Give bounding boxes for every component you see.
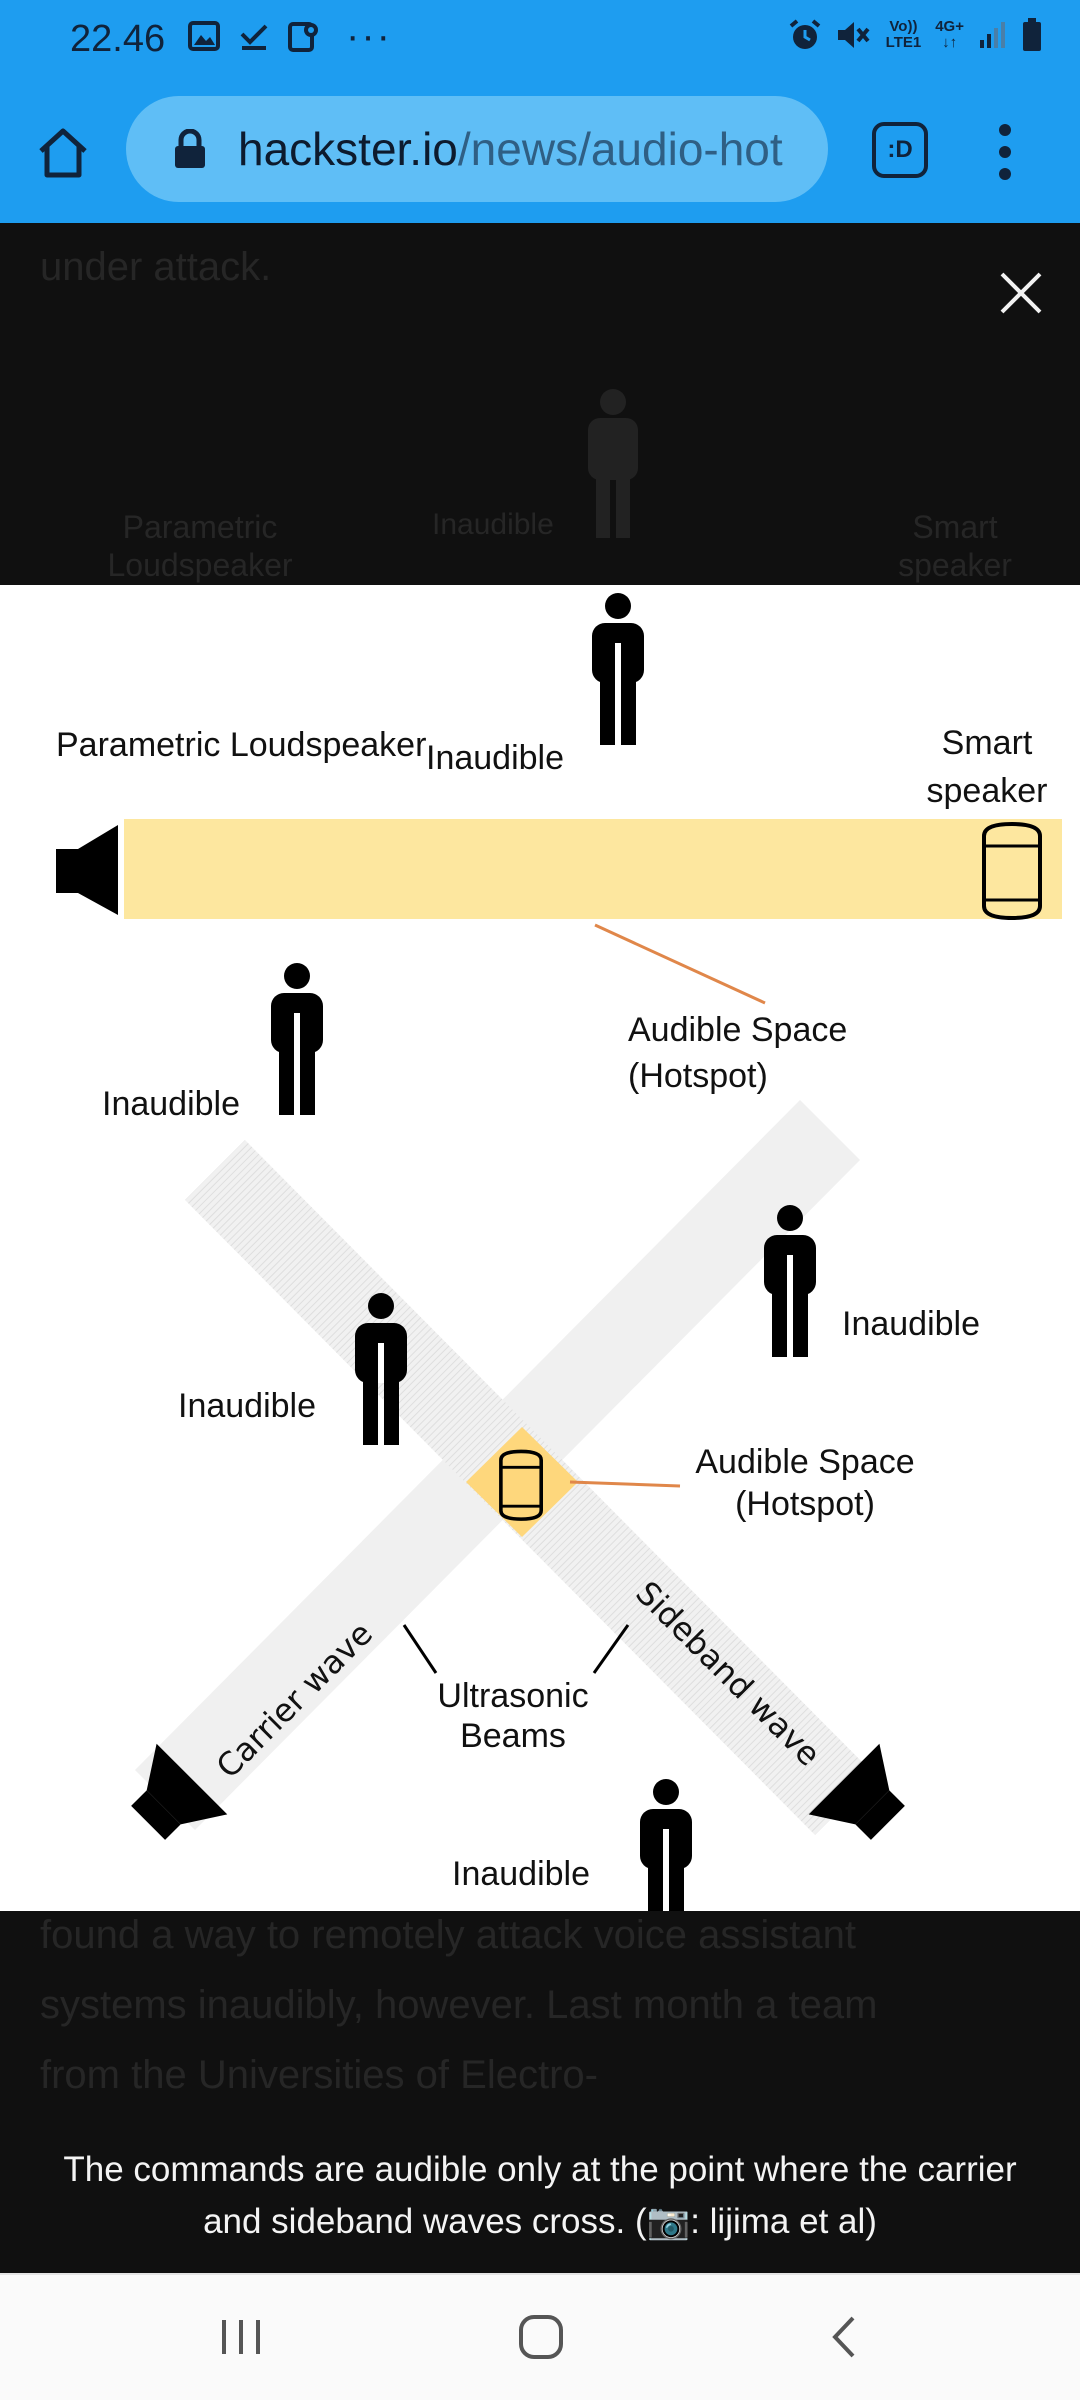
network-type: 4G+ ↓↑ bbox=[935, 18, 964, 51]
hotspot-label-bottom-line1: Audible Space bbox=[695, 1443, 915, 1481]
battery-icon bbox=[1022, 18, 1042, 52]
ultrasonic-label-line2: Beams bbox=[460, 1717, 566, 1755]
figure-image: Carrier wave Sideband wave Parametric Lo… bbox=[0, 585, 1080, 1911]
url-text: hackster.io/news/audio-hot bbox=[238, 122, 783, 176]
person-icon bbox=[640, 1779, 692, 1911]
inaudible-label: Inaudible bbox=[178, 1387, 317, 1425]
person-icon bbox=[592, 593, 644, 745]
notification-icons bbox=[188, 20, 320, 52]
home-circle-icon bbox=[519, 2315, 563, 2359]
location-icon bbox=[288, 20, 320, 52]
more-vert-icon bbox=[999, 124, 1011, 180]
hotspot-area bbox=[466, 1427, 578, 1537]
ultrasonic-speaker-icon bbox=[808, 1743, 905, 1840]
parametric-loudspeaker-label: Parametric Loudspeaker bbox=[56, 726, 427, 764]
home-icon bbox=[39, 128, 87, 178]
inaudible-label: Inaudible bbox=[452, 1855, 591, 1893]
hotspot-leader bbox=[569, 1480, 681, 1488]
ultrasonic-speaker-icon bbox=[131, 1743, 228, 1840]
inaudible-label: Inaudible bbox=[102, 1085, 241, 1123]
tabs-button[interactable]: :D bbox=[872, 122, 928, 178]
more-notifications-icon: ··· bbox=[346, 14, 392, 58]
beam-pointer bbox=[402, 1624, 438, 1674]
faded-label-right: Smart speaker bbox=[898, 509, 1012, 583]
smart-speaker-icon bbox=[499, 1449, 543, 1521]
lock-icon bbox=[175, 129, 205, 168]
article-text-top: under attack. bbox=[40, 245, 272, 289]
audible-beam bbox=[124, 819, 1062, 919]
hotspot-label-bottom-line2: (Hotspot) bbox=[735, 1485, 875, 1523]
article-line-2: systems inaudibly, however. Last month a… bbox=[40, 1983, 878, 2027]
home-button[interactable] bbox=[30, 120, 96, 186]
article-line-1: found a way to remotely attack voice ass… bbox=[40, 1913, 856, 1957]
alarm-icon bbox=[788, 18, 822, 52]
gallery-icon bbox=[188, 21, 220, 51]
person-icon bbox=[271, 963, 323, 1115]
inaudible-label: Inaudible bbox=[842, 1305, 981, 1343]
status-bar: 22.46 ··· Vo)) LTE1 4G+ ↓↑ bbox=[0, 0, 1080, 78]
smart-speaker-label: Smart speaker bbox=[926, 724, 1048, 810]
url-path: /news/audio-hot bbox=[457, 123, 783, 175]
inaudible-label: Inaudible bbox=[426, 739, 565, 777]
article-line-3: from the Universities of Electro- bbox=[40, 2053, 598, 2097]
menu-button[interactable] bbox=[990, 122, 1020, 182]
hotspot-label-top-line1: Audible Space bbox=[628, 1011, 848, 1049]
back-icon bbox=[832, 2316, 855, 2358]
mute-icon bbox=[836, 18, 872, 52]
loudspeaker-icon bbox=[56, 825, 118, 915]
hotspot-label-top-line2: (Hotspot) bbox=[628, 1057, 768, 1095]
hotspot-leader bbox=[594, 923, 766, 1005]
ultrasonic-label-line1: Ultrasonic bbox=[437, 1677, 589, 1715]
url-bar[interactable]: hackster.io/news/audio-hot bbox=[126, 96, 828, 202]
faded-person-icon bbox=[588, 389, 638, 538]
volte-label: Vo)) LTE1 bbox=[885, 18, 922, 51]
url-host: hackster.io bbox=[238, 123, 458, 175]
browser-toolbar: hackster.io/news/audio-hot :D bbox=[0, 78, 1080, 223]
close-icon[interactable] bbox=[996, 268, 1046, 318]
back-button[interactable] bbox=[808, 2307, 878, 2367]
recent-apps-icon bbox=[222, 2320, 260, 2354]
system-icons: Vo)) LTE1 4G+ ↓↑ bbox=[788, 18, 1042, 52]
signal-icon bbox=[978, 20, 1008, 50]
faded-label-mid: Inaudible bbox=[432, 508, 554, 541]
hotspot-diagram: Carrier wave Sideband wave bbox=[56, 593, 1062, 1911]
home-nav-button[interactable] bbox=[506, 2307, 576, 2367]
status-time: 22.46 bbox=[70, 18, 166, 60]
system-nav-bar bbox=[0, 2273, 1080, 2400]
beam-pointer bbox=[592, 1624, 630, 1674]
download-done-icon bbox=[238, 21, 270, 51]
recent-apps-button[interactable] bbox=[206, 2307, 276, 2367]
faded-label-left: Parametric Loudspeaker bbox=[107, 509, 293, 583]
image-caption: The commands are audible only at the poi… bbox=[63, 2150, 1017, 2241]
